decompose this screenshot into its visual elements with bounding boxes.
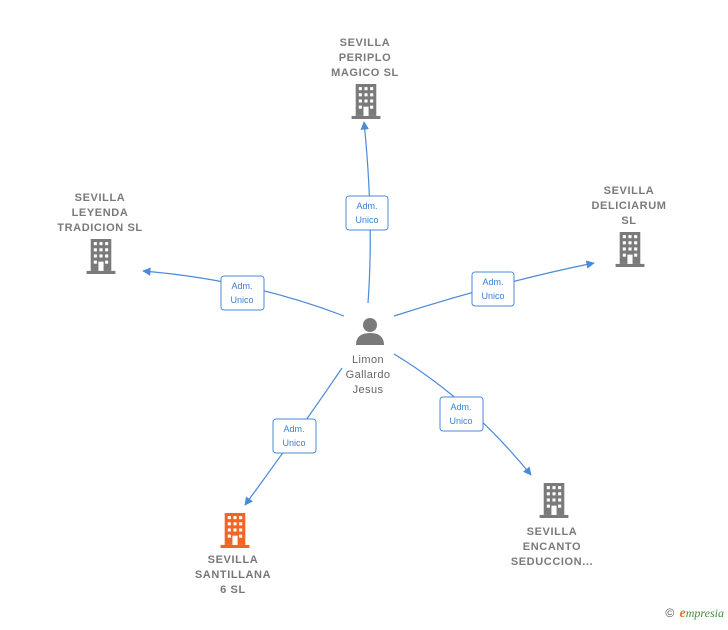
company-name-line: LEYENDA [72,207,129,219]
edge-label-line: Adm. [283,424,304,434]
company-name-line: SEVILLA [527,526,578,538]
edge-label-line: Adm. [356,201,377,211]
company-name-line: MAGICO SL [331,67,399,79]
company-node-santillana[interactable]: SEVILLA SANTILLANA 6 SL [195,513,271,596]
company-name-line: DELICIARUM [591,200,666,212]
company-name-line: 6 SL [220,584,246,596]
company-node-leyenda[interactable]: SEVILLA LEYENDA TRADICION SL [57,192,142,274]
edge-label-periplo[interactable]: Adm. Unico [345,195,389,231]
edge-label-line: Adm. [482,277,503,287]
edge-label-santillana[interactable]: Adm. Unico [272,418,317,454]
person-icon [356,318,384,345]
brand-logo-initial: e [679,606,686,621]
building-icon [615,232,645,267]
building-icon [86,239,116,274]
edge-label-line: Unico [481,291,504,301]
person-node[interactable]: Limon Gallardo Jesus [346,318,391,396]
building-icon [220,513,250,548]
company-name-line: SANTILLANA [195,569,271,581]
company-node-periplo[interactable]: SEVILLA PERIPLO MAGICO SL [331,37,399,119]
edge-label-leyenda[interactable]: Adm. Unico [220,275,265,311]
edge-label-line: Adm. [450,402,471,412]
company-name-line: PERIPLO [339,52,392,64]
person-name-line: Jesus [353,384,384,396]
person-name-line: Gallardo [346,369,391,381]
company-name-line: SEDUCCION... [511,556,593,568]
company-name-line: SEVILLA [604,185,655,197]
edge-label-line: Unico [449,416,472,426]
edge-label-line: Unico [282,438,305,448]
edge-labels: Adm. Unico Adm. Unico Adm. Unico Adm. Un… [220,195,515,454]
edge-label-encanto[interactable]: Adm. Unico [439,396,484,432]
edge-label-deliciarum[interactable]: Adm. Unico [471,271,515,307]
company-node-deliciarum[interactable]: SEVILLA DELICIARUM SL [591,185,666,267]
company-name-line: SEVILLA [340,37,391,49]
company-name-line: SEVILLA [208,554,259,566]
building-icon [539,483,569,518]
building-icon [351,84,381,119]
company-name-line: SEVILLA [75,192,126,204]
edge-label-line: Unico [355,215,378,225]
copyright-symbol: © [665,606,675,620]
company-node-encanto[interactable]: SEVILLA ENCANTO SEDUCCION... [511,483,593,568]
edges [142,121,595,506]
company-name-line: SL [621,215,636,227]
brand-logo-text: mpresia [685,606,724,620]
footer-brand: © empresia [665,606,724,622]
edge-label-line: Adm. [231,281,252,291]
person-name-line: Limon [352,354,384,366]
edge-label-line: Unico [230,295,253,305]
company-name-line: ENCANTO [523,541,581,553]
company-name-line: TRADICION SL [57,222,142,234]
